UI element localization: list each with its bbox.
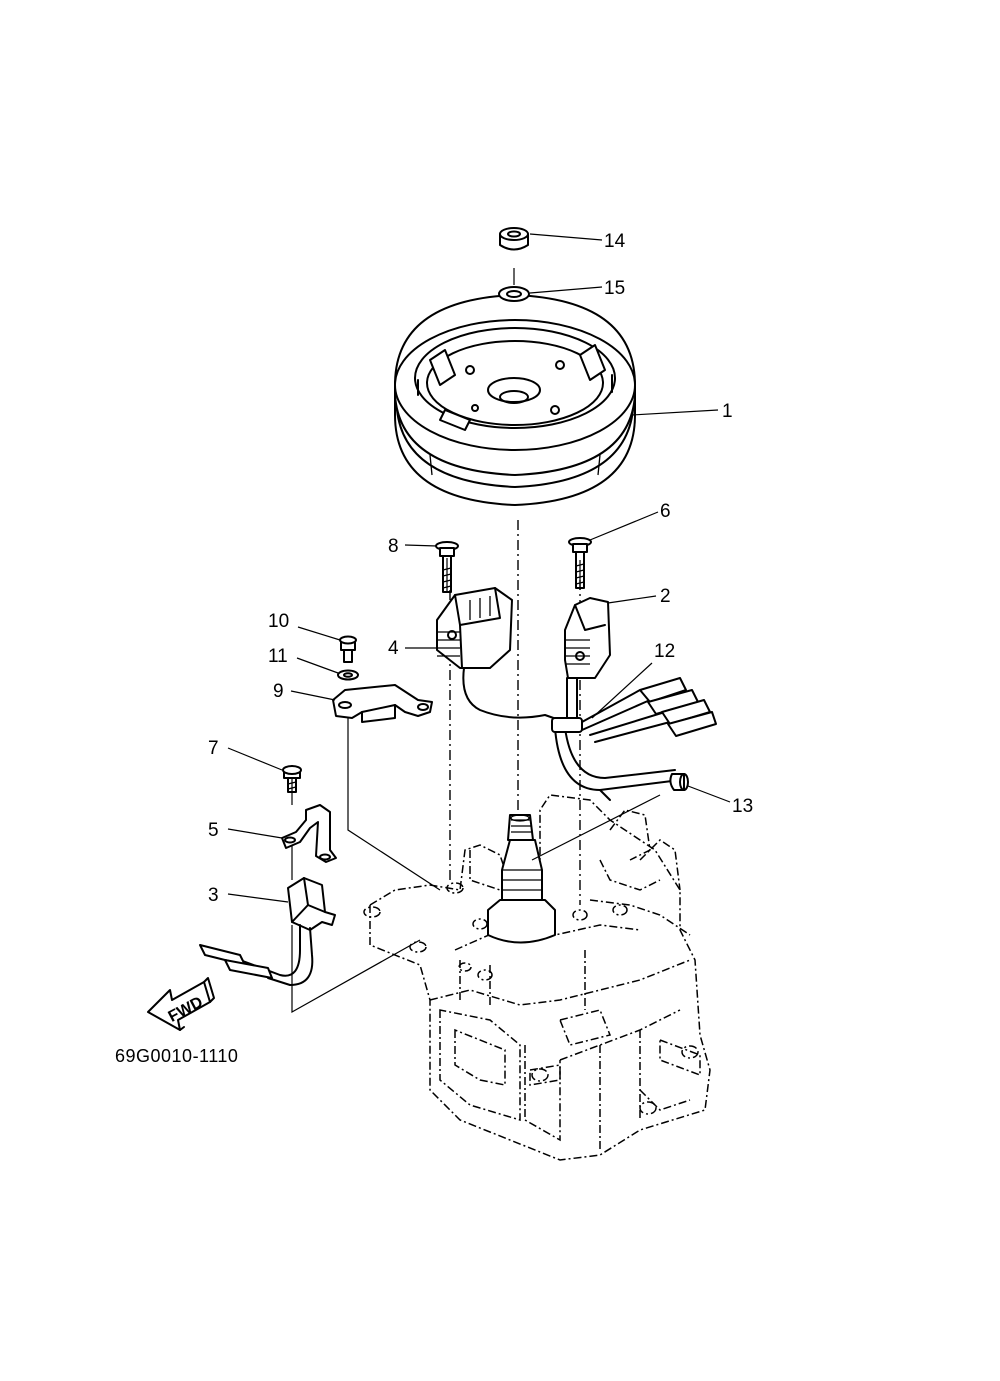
charge-coil-4 <box>436 587 566 723</box>
rectifier-3 <box>199 877 336 986</box>
callout-3: 3 <box>208 885 219 906</box>
bolt-6 <box>568 537 592 589</box>
wire-harness <box>551 677 717 801</box>
callout-11: 11 <box>268 646 288 667</box>
crankshaft-end <box>487 814 556 944</box>
callout-5: 5 <box>208 820 219 841</box>
bolt-10 <box>339 635 357 663</box>
bracket-5 <box>281 804 337 863</box>
callout-13: 13 <box>732 796 753 817</box>
engine-block-outline <box>363 794 711 1161</box>
bolt-8 <box>435 541 459 593</box>
callout-12: 12 <box>654 641 675 662</box>
fwd-arrow-icon: FWD <box>147 977 215 1031</box>
plug-13 <box>669 773 689 791</box>
flywheel-nut <box>499 227 529 251</box>
callout-labels: 14 15 1 6 8 2 10 4 12 11 9 7 13 5 3 <box>208 231 753 906</box>
callout-7: 7 <box>208 738 219 759</box>
ignition-coil-2 <box>564 597 611 721</box>
flywheel-magneto <box>394 294 636 506</box>
bolt-7 <box>282 765 302 793</box>
callout-4: 4 <box>388 638 399 659</box>
callout-6: 6 <box>660 501 671 522</box>
callout-1: 1 <box>722 401 733 422</box>
callout-leaders <box>227 233 731 903</box>
callout-9: 9 <box>273 681 284 702</box>
diagram-code: 69G0010-1110 <box>115 1046 239 1066</box>
clamp-9 <box>332 684 433 723</box>
callout-8: 8 <box>388 536 399 557</box>
flywheel-washer <box>498 286 530 302</box>
callout-14: 14 <box>604 231 626 252</box>
callout-2: 2 <box>660 586 671 607</box>
washer-11 <box>337 669 359 681</box>
callout-10: 10 <box>268 611 289 632</box>
callout-15: 15 <box>604 278 625 299</box>
